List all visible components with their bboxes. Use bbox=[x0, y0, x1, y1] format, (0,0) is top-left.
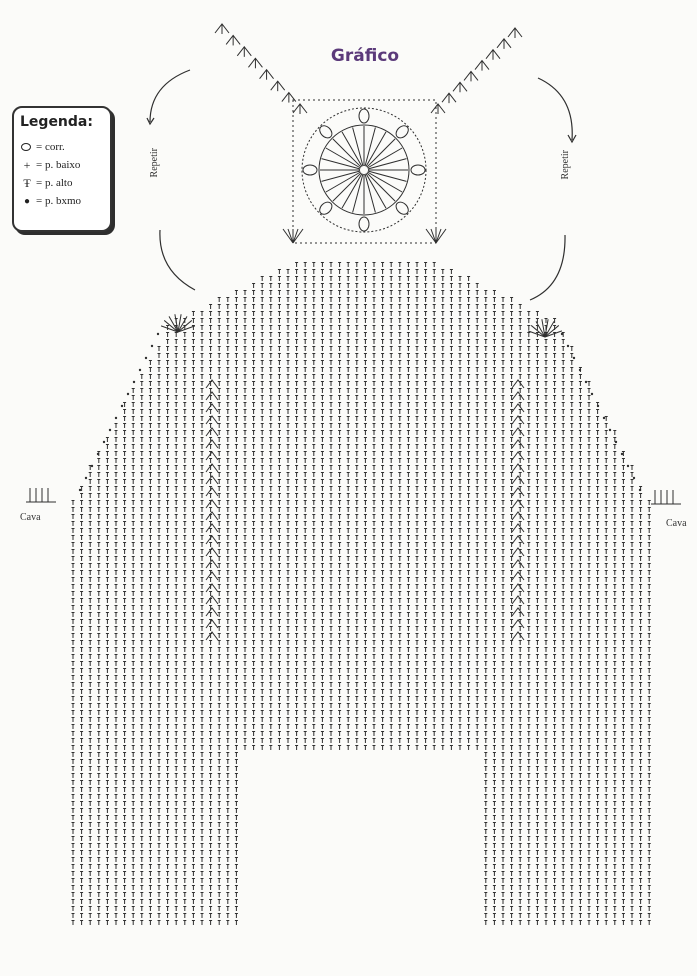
stitch-grid bbox=[26, 262, 681, 925]
